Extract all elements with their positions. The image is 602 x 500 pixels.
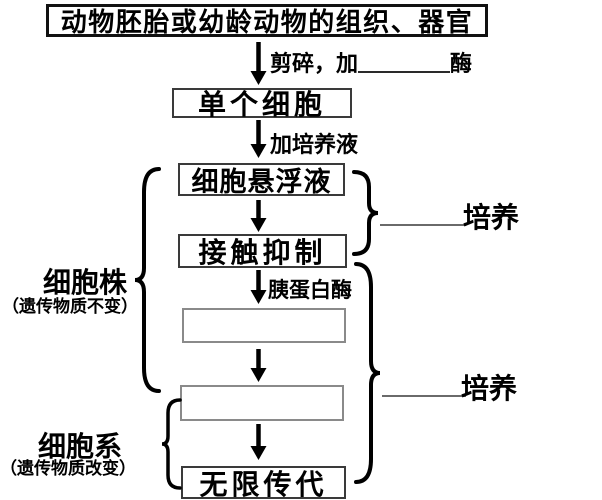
add-medium-label: 加培养液: [270, 132, 359, 157]
flow-arrow-icon: [250, 42, 267, 85]
culture-blank-underline-1: [380, 210, 466, 226]
fill-in-box-2: [180, 385, 344, 421]
culture-blank-underline-2: [382, 381, 466, 397]
immortal-passage-box: 无限传代: [181, 466, 346, 500]
source-tissue-label: 动物胚胎或幼龄动物的组织、器官: [60, 7, 474, 37]
contact-inhibition-box: 接触抑制: [178, 234, 347, 268]
flow-arrow-icon: [250, 349, 267, 382]
single-cell-box: 单个细胞: [172, 88, 352, 120]
flow-arrow-icon: [250, 120, 267, 158]
left-brace-icon: [134, 167, 161, 393]
cell-strain-note: （遗传物质不变）: [2, 297, 138, 316]
left-brace-icon: [161, 398, 182, 490]
trypsin-label: 胰蛋白酶: [268, 279, 352, 302]
shred-label-post: 酶: [450, 51, 473, 76]
cell-line-note: （遗传物质改变）: [0, 459, 136, 478]
cell-strain-title: 细胞株: [43, 267, 128, 298]
fill-in-box-1: [182, 308, 346, 343]
contact-inhibition-label: 接触抑制: [198, 237, 327, 268]
shred-label-pre: 剪碎，加: [270, 51, 359, 76]
cell-line-title: 细胞系: [38, 431, 123, 462]
right-brace-icon: [352, 170, 379, 256]
culture-label-2: 培养: [461, 373, 518, 404]
flow-arrow-icon: [250, 424, 267, 460]
culture-label-1: 培养: [463, 202, 520, 233]
cell-suspension-label: 细胞悬浮液: [191, 167, 332, 197]
shred-enzyme-label: 剪碎，加 酶: [270, 46, 472, 78]
cell-suspension-box: 细胞悬浮液: [178, 163, 345, 197]
immortal-passage-label: 无限传代: [199, 468, 328, 500]
flow-arrow-icon: [250, 270, 267, 304]
right-brace-icon: [354, 262, 381, 484]
single-cell-label: 单个细胞: [197, 89, 326, 120]
flow-arrow-icon: [250, 200, 267, 232]
enzyme-blank-underline: [358, 71, 451, 73]
source-tissue-box: 动物胚胎或幼龄动物的组织、器官: [46, 4, 488, 37]
